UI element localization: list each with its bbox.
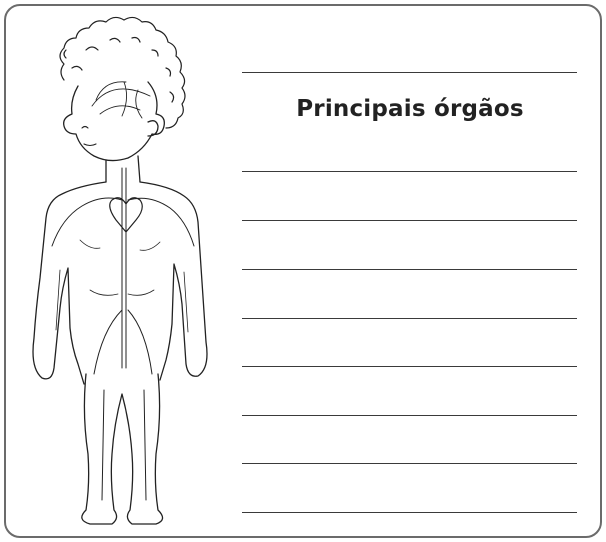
writing-line[interactable] xyxy=(242,512,577,513)
head xyxy=(63,81,165,162)
worksheet-card xyxy=(4,4,602,538)
torso xyxy=(32,181,208,385)
writing-line[interactable] xyxy=(242,318,577,319)
writing-line[interactable] xyxy=(242,463,577,464)
worksheet-title: Principais órgãos xyxy=(296,96,524,122)
writing-line[interactable] xyxy=(242,72,577,73)
hair xyxy=(59,16,186,129)
legs xyxy=(81,373,164,525)
writing-line[interactable] xyxy=(242,415,577,416)
writing-line[interactable] xyxy=(242,269,577,270)
writing-line[interactable] xyxy=(242,171,577,172)
circulatory-system-illustration xyxy=(32,16,208,525)
writing-line[interactable] xyxy=(242,220,577,221)
writing-line[interactable] xyxy=(242,366,577,367)
